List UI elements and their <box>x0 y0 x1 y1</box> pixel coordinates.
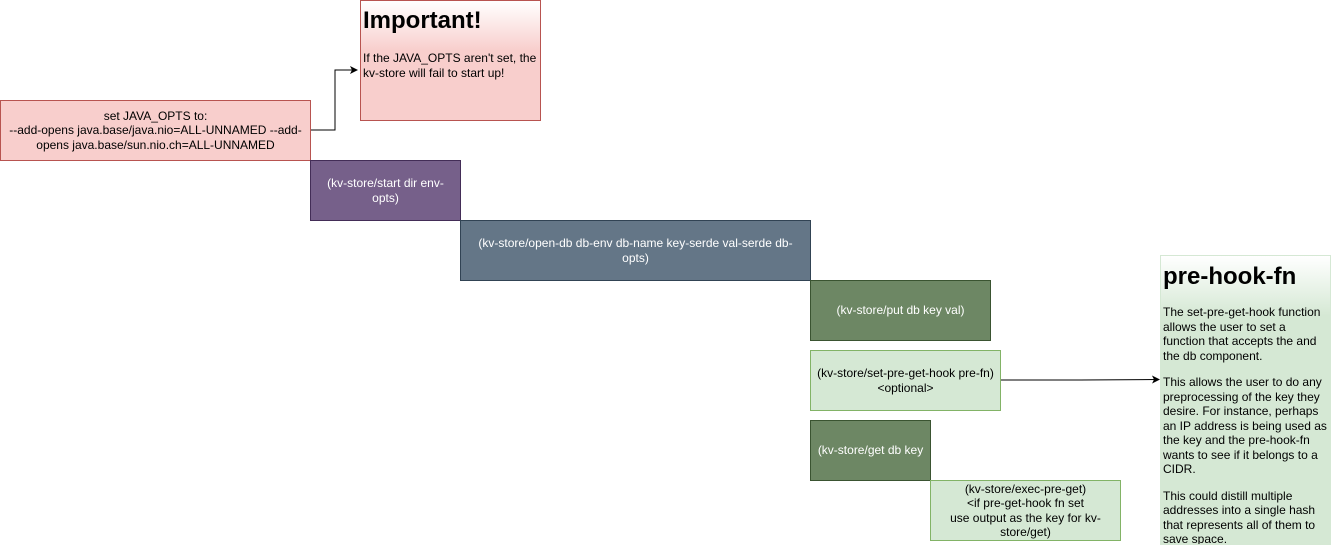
arrow-pre-get-hook-to-note <box>1001 375 1160 384</box>
kv-store-start-text: (kv-store/start dir env-opts) <box>327 176 444 205</box>
kv-store-start-box[interactable]: (kv-store/start dir env-opts) <box>310 160 461 221</box>
important-note[interactable]: Important! If the JAVA_OPTS aren't set, … <box>360 0 541 121</box>
pre-hook-fn-note[interactable]: pre-hook-fn The set-pre-get-hook functio… <box>1160 255 1331 545</box>
kv-store-exec-pre-get-text: (kv-store/exec-pre-get) <if pre-get-hook… <box>950 481 1101 540</box>
kv-store-set-pre-get-hook-box[interactable]: (kv-store/set-pre-get-hook pre-fn) <opti… <box>810 350 1001 411</box>
java-opts-text: set JAVA_OPTS to: --add-opens java.base/… <box>9 108 302 152</box>
pre-hook-fn-note-title: pre-hook-fn <box>1163 263 1297 290</box>
important-note-body: If the JAVA_OPTS aren't set, the kv-stor… <box>363 51 537 80</box>
pre-hook-fn-note-paragraph: This could distill multiple addresses in… <box>1163 488 1316 545</box>
kv-store-exec-pre-get-box[interactable]: (kv-store/exec-pre-get) <if pre-get-hook… <box>930 480 1121 541</box>
kv-store-set-pre-get-hook-text: (kv-store/set-pre-get-hook pre-fn) <opti… <box>817 366 994 395</box>
pre-hook-fn-note-paragraph: This allows the user to do any preproces… <box>1163 375 1327 476</box>
kv-store-get-box[interactable]: (kv-store/get db key <box>810 420 931 481</box>
arrow-java-opts-to-important <box>311 66 358 131</box>
kv-store-put-box[interactable]: (kv-store/put db key val) <box>810 280 991 341</box>
pre-hook-fn-note-paragraph: The set-pre-get-hook function allows the… <box>1163 305 1321 363</box>
kv-store-open-db-box[interactable]: (kv-store/open-db db-env db-name key-ser… <box>460 220 811 281</box>
kv-store-get-text: (kv-store/get db key <box>817 443 924 458</box>
kv-store-open-db-text: (kv-store/open-db db-env db-name key-ser… <box>478 236 793 265</box>
java-opts-box[interactable]: set JAVA_OPTS to: --add-opens java.base/… <box>0 100 311 161</box>
kv-store-put-text: (kv-store/put db key val) <box>836 303 965 318</box>
important-note-title: Important! <box>363 7 482 34</box>
